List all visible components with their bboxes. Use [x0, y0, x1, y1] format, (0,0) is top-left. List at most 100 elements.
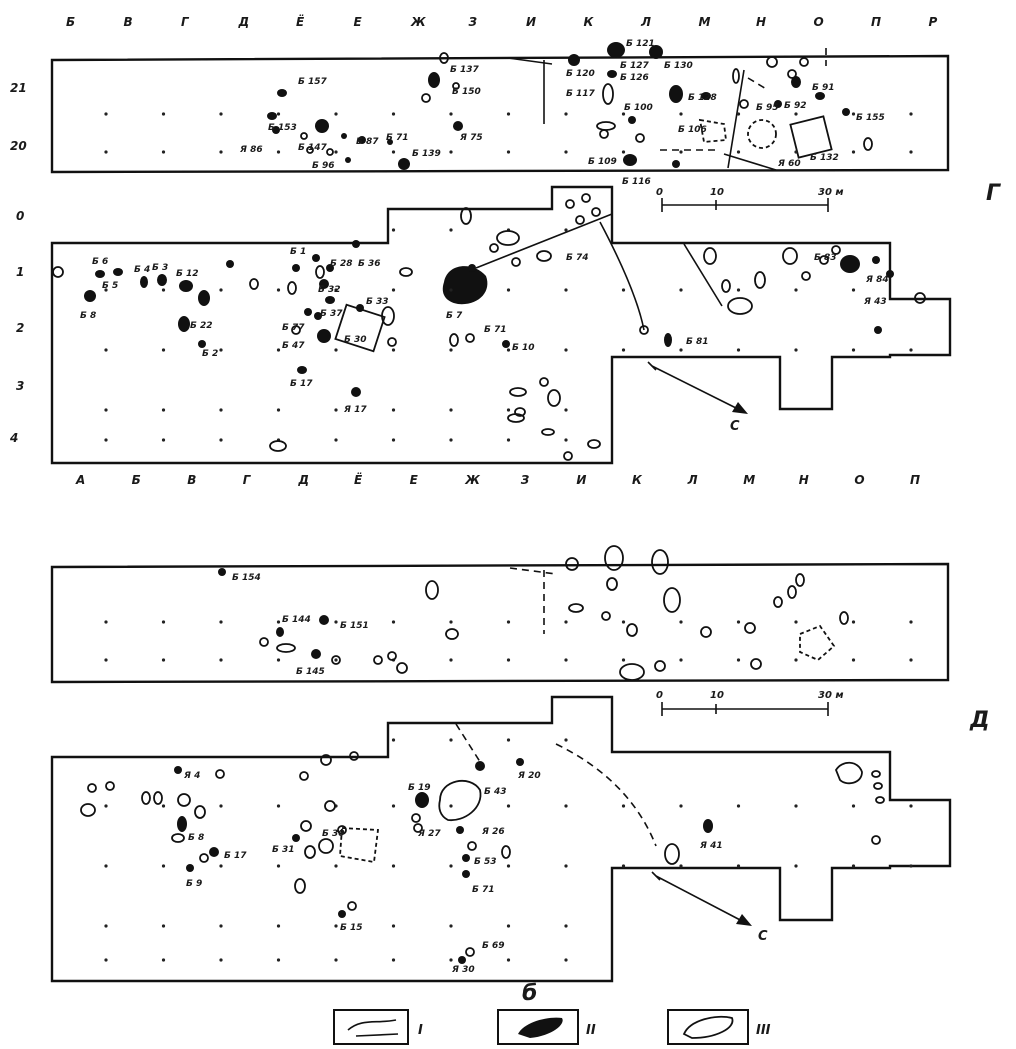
- filled-pit: [177, 816, 187, 832]
- scale-bar-g: 0 10 30 м: [656, 187, 844, 212]
- grid-point: [161, 288, 166, 292]
- grid-point: [391, 288, 396, 292]
- open-pit: [575, 215, 585, 225]
- pit-label: Б 69: [482, 941, 505, 951]
- filled-pit: [458, 956, 466, 964]
- grid-point: [161, 864, 166, 868]
- grid-point: [851, 112, 856, 116]
- grid-point: [794, 112, 798, 116]
- hearth-structure-g2: [334, 303, 386, 353]
- grid-point: [104, 620, 108, 624]
- open-pit: [539, 377, 549, 387]
- grid-point: [104, 112, 108, 116]
- filled-pit: [462, 854, 470, 862]
- grid-point: [506, 620, 511, 624]
- grid-point: [161, 408, 166, 412]
- open-pit: [664, 843, 680, 865]
- grid-point: [449, 112, 453, 116]
- grid-point: [104, 348, 108, 352]
- dashed-structure-g2: [747, 119, 777, 149]
- pit-label: Б 116: [622, 177, 651, 187]
- column-letter: И: [526, 15, 536, 29]
- grid-point: [161, 804, 166, 808]
- grid-point: [449, 864, 453, 868]
- filled-pit: [358, 136, 366, 144]
- row-label-21: 21: [10, 81, 27, 95]
- open-pit: [80, 803, 96, 817]
- open-pit: [606, 577, 618, 591]
- pit-label: Б 95: [756, 103, 779, 113]
- trench-outline-upper-d: [50, 562, 950, 684]
- grid-point: [449, 658, 453, 662]
- open-pit: [541, 428, 555, 436]
- pit-label: Б 92: [784, 101, 807, 111]
- pit-label: Б 37: [320, 309, 343, 319]
- pit-label: Б 151: [340, 621, 369, 631]
- grid-point: [161, 112, 166, 116]
- grid-point: [161, 620, 166, 624]
- pit-label: Б 81: [686, 337, 709, 347]
- trench-outline-lower-d: [50, 695, 952, 983]
- filled-pit: [475, 761, 485, 771]
- grid-point: [161, 924, 166, 928]
- grid-point: [391, 804, 396, 808]
- open-pit: [259, 637, 269, 647]
- filled-pit: [356, 304, 364, 312]
- filled-pit: [462, 870, 470, 878]
- grid-point: [621, 348, 626, 352]
- pit-label: Б 126: [620, 73, 649, 83]
- legend-label-3: III: [756, 1023, 771, 1038]
- pit-label: Б 22: [190, 321, 213, 331]
- pit-label: Б 30: [322, 829, 345, 839]
- open-pit: [787, 585, 797, 599]
- grid-point: [736, 658, 741, 662]
- pit-label: Б 106: [678, 125, 707, 135]
- open-pit: [703, 247, 717, 265]
- open-pit: [799, 57, 809, 67]
- pit-label: Б 71: [386, 133, 409, 143]
- open-pit: [337, 825, 347, 835]
- filled-pit: [842, 108, 850, 116]
- pit-label: Б 130: [664, 61, 693, 71]
- open-pit: [249, 278, 259, 290]
- grid-point: [909, 348, 913, 352]
- pit-label: Б 8: [80, 311, 96, 321]
- column-letter: М: [699, 15, 711, 29]
- filled-pit: [623, 154, 637, 166]
- legend-label-2: II: [586, 1023, 596, 1038]
- grid-point: [219, 924, 223, 928]
- filled-pit: [186, 864, 194, 872]
- open-pit: [581, 193, 591, 203]
- filled-pit: [157, 274, 167, 286]
- row-label-1: 1: [16, 265, 24, 279]
- pit-label: Б 28: [330, 259, 353, 269]
- grid-point: [276, 864, 281, 868]
- open-pit: [287, 281, 297, 295]
- open-pit: [754, 271, 766, 289]
- dashed-structure-g1: [698, 118, 728, 143]
- column-letter: Г: [243, 473, 252, 487]
- open-pit: [871, 770, 881, 778]
- grid-point: [851, 348, 856, 352]
- open-pit: [269, 440, 287, 452]
- open-pit: [596, 121, 616, 131]
- filled-pit: [315, 119, 329, 133]
- pit-label: Б 132: [810, 153, 839, 163]
- pit-label: Я 60: [777, 159, 801, 169]
- open-pit: [449, 333, 459, 347]
- legend-item-filled-pit: II: [497, 1009, 596, 1045]
- grid-point: [736, 804, 741, 808]
- filled-pit: [267, 112, 277, 120]
- filled-pit: [701, 92, 711, 100]
- column-letter: Б: [66, 15, 75, 29]
- pit-label: Б 9: [186, 879, 202, 889]
- grid-points-g: [104, 112, 913, 442]
- legend-line-symbol: [347, 1019, 397, 1031]
- filled-pit: [326, 264, 334, 272]
- filled-pit: [649, 45, 663, 59]
- column-letter: Ж: [464, 473, 480, 487]
